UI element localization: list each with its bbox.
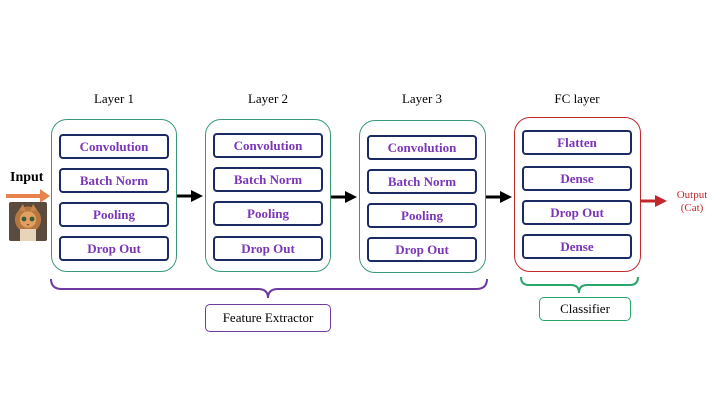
layer-2-op-drop-out: Drop Out xyxy=(213,236,323,261)
layer-1-op-pooling: Pooling xyxy=(59,202,169,227)
layer-2-title: Layer 2 xyxy=(247,91,289,106)
cat-image xyxy=(9,202,47,241)
layer-3-op-batch-norm: Batch Norm xyxy=(367,169,477,194)
arrow-layer2-layer3 xyxy=(331,191,357,203)
layer-2-op-batch-norm: Batch Norm xyxy=(213,167,323,192)
output-label-line1: Output xyxy=(676,189,708,201)
arrow-layer1-layer2 xyxy=(177,190,203,202)
fc-layer-title: FC layer xyxy=(554,91,600,106)
layer-1-group: Convolution Batch Norm Pooling Drop Out xyxy=(51,119,177,272)
input-arrow xyxy=(6,189,50,203)
layer-2-op-convolution: Convolution xyxy=(213,133,323,158)
fc-op-drop-out: Drop Out xyxy=(522,200,632,225)
fc-op-dense-2: Dense xyxy=(522,234,632,259)
output-arrow xyxy=(641,195,667,207)
cat-face-icon xyxy=(19,204,37,241)
fc-layer-group: Flatten Dense Drop Out Dense xyxy=(514,117,641,272)
layer-1-op-convolution: Convolution xyxy=(59,134,169,159)
layer-1-title: Layer 1 xyxy=(93,91,135,106)
output-label: Output (Cat) xyxy=(667,189,717,215)
output-label-line2: (Cat) xyxy=(680,202,704,214)
layer-3-title: Layer 3 xyxy=(401,91,443,106)
classifier-label: Classifier xyxy=(539,297,631,321)
fc-op-flatten: Flatten xyxy=(522,130,632,155)
layer-1-op-batch-norm: Batch Norm xyxy=(59,168,169,193)
classifier-brace xyxy=(520,276,639,294)
arrow-layer3-fc xyxy=(486,191,512,203)
layer-3-op-drop-out: Drop Out xyxy=(367,237,477,262)
layer-3-op-convolution: Convolution xyxy=(367,135,477,160)
fc-op-dense-1: Dense xyxy=(522,166,632,191)
feature-extractor-label: Feature Extractor xyxy=(205,304,331,332)
layer-3-group: Convolution Batch Norm Pooling Drop Out xyxy=(359,120,486,273)
layer-3-op-pooling: Pooling xyxy=(367,203,477,228)
input-label: Input xyxy=(10,170,44,185)
layer-1-op-drop-out: Drop Out xyxy=(59,236,169,261)
layer-2-group: Convolution Batch Norm Pooling Drop Out xyxy=(205,119,331,272)
feature-extractor-brace xyxy=(50,278,488,299)
layer-2-op-pooling: Pooling xyxy=(213,201,323,226)
